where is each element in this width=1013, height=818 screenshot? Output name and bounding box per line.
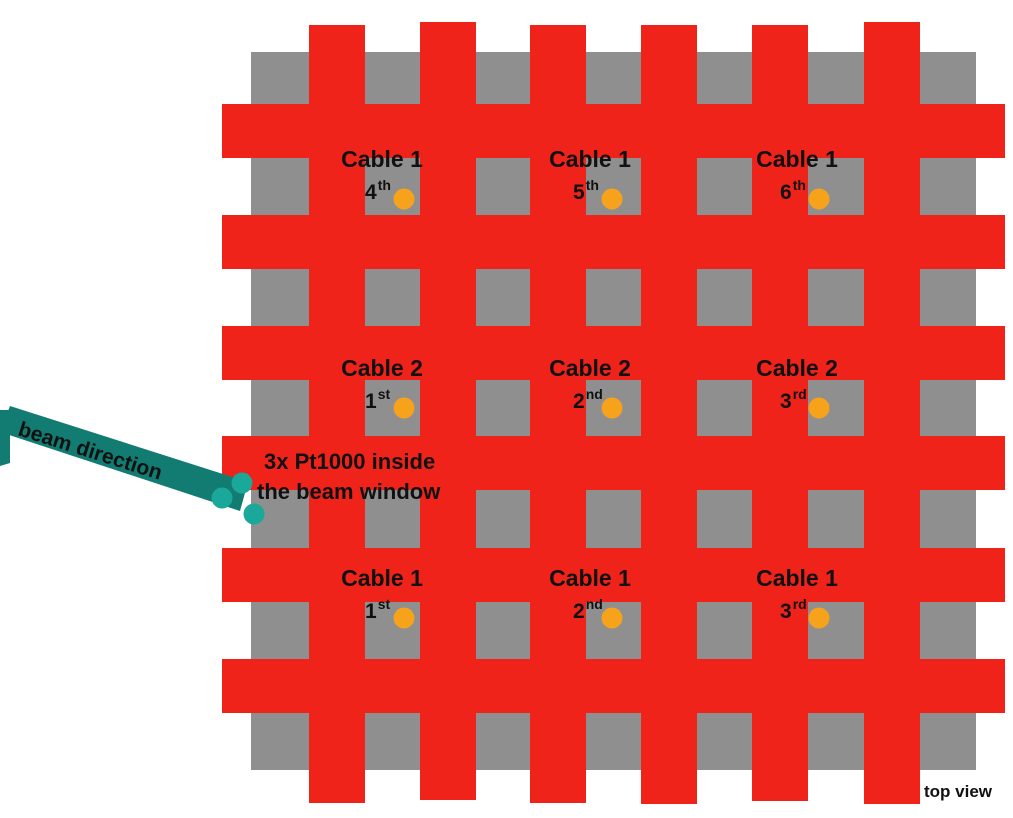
horizontal-cable-strip bbox=[222, 215, 1005, 269]
horizontal-cable-strip bbox=[222, 104, 1005, 158]
sensor-ordinal-suffix: nd bbox=[586, 596, 603, 612]
sensor-cable-label: Cable 1 bbox=[549, 565, 631, 591]
horizontal-cable-strip bbox=[222, 436, 1005, 490]
sensor-ordinal-number: 6 bbox=[780, 181, 792, 204]
pt1000-sensors bbox=[211, 472, 265, 525]
sensor-ordinal-number: 1 bbox=[365, 600, 377, 623]
sensor-ordinal-number: 2 bbox=[573, 600, 585, 623]
sensor-ordinal-suffix: rd bbox=[793, 596, 807, 612]
sensor-ordinal-suffix: th bbox=[586, 177, 599, 193]
temperature-sensor-dot bbox=[808, 607, 830, 629]
temperature-sensor-dot bbox=[601, 188, 623, 210]
sensor-cable-label: Cable 1 bbox=[756, 146, 838, 172]
temperature-sensor-dot bbox=[808, 397, 830, 419]
sensor-cable-label: Cable 1 bbox=[341, 565, 423, 591]
pt1000-annotation-line2: the beam window bbox=[257, 479, 441, 504]
horizontal-cable-strip bbox=[222, 326, 1005, 380]
sensor-ordinal-number: 1 bbox=[365, 390, 377, 413]
sensor-ordinal-number: 4 bbox=[365, 181, 377, 204]
temperature-sensor-dot bbox=[393, 397, 415, 419]
sensor-ordinal: 5th bbox=[573, 177, 599, 204]
sensor-ordinal: 4th bbox=[365, 177, 391, 204]
horizontal-cable-strip bbox=[222, 548, 1005, 602]
sensor-ordinal: 2nd bbox=[573, 386, 603, 413]
sensor-ordinal-suffix: st bbox=[378, 596, 391, 612]
temperature-sensor-dot bbox=[601, 397, 623, 419]
temperature-sensor-dot bbox=[393, 607, 415, 629]
temperature-sensor-dot bbox=[808, 188, 830, 210]
sensor-cell: Cable 1 5th bbox=[549, 146, 631, 210]
sensor-ordinal-number: 3 bbox=[780, 600, 792, 623]
sensor-cell: Cable 2 3rd bbox=[756, 355, 838, 419]
sensor-cell: Cable 2 1st bbox=[341, 355, 423, 419]
beam-direction-arrow: beam direction bbox=[0, 406, 248, 511]
horizontal-cable-strips bbox=[222, 104, 1005, 713]
pt1000-sensor bbox=[243, 503, 265, 525]
sensor-ordinal-suffix: th bbox=[793, 177, 806, 193]
sensor-ordinal-number: 3 bbox=[780, 390, 792, 413]
sensor-ordinal-number: 5 bbox=[573, 181, 585, 204]
sensor-ordinal: 3rd bbox=[780, 596, 807, 623]
horizontal-cable-strip bbox=[222, 659, 1005, 713]
sensor-cable-label: Cable 1 bbox=[549, 146, 631, 172]
sensor-ordinal: 2nd bbox=[573, 596, 603, 623]
sensor-ordinal-suffix: th bbox=[378, 177, 391, 193]
sensor-cell: Cable 1 2nd bbox=[549, 565, 631, 629]
pt1000-sensor bbox=[211, 487, 233, 509]
sensor-ordinal-suffix: nd bbox=[586, 386, 603, 402]
sensor-ordinal: 1st bbox=[365, 386, 390, 413]
beam-band bbox=[0, 406, 248, 511]
sensor-cable-label: Cable 1 bbox=[341, 146, 423, 172]
beam-arrow-head bbox=[0, 410, 10, 466]
sensor-ordinal-number: 2 bbox=[573, 390, 585, 413]
sensor-cell: Cable 2 2nd bbox=[549, 355, 631, 419]
sensor-ordinal: 3rd bbox=[780, 386, 807, 413]
sensor-cable-label: Cable 2 bbox=[756, 355, 838, 381]
pt1000-sensor bbox=[231, 472, 253, 494]
sensor-ordinal-suffix: rd bbox=[793, 386, 807, 402]
sensor-cable-label: Cable 1 bbox=[756, 565, 838, 591]
sensor-cell: Cable 1 1st bbox=[341, 565, 423, 629]
pt1000-annotation-line1: 3x Pt1000 inside bbox=[264, 449, 435, 474]
sensor-cable-label: Cable 2 bbox=[341, 355, 423, 381]
sensor-ordinal: 1st bbox=[365, 596, 390, 623]
sensor-ordinal: 6th bbox=[780, 177, 806, 204]
sensor-cell: Cable 1 3rd bbox=[756, 565, 838, 629]
sensor-cable-label: Cable 2 bbox=[549, 355, 631, 381]
temperature-sensor-dot bbox=[601, 607, 623, 629]
temperature-sensor-dot bbox=[393, 188, 415, 210]
sensor-cell: Cable 1 6th bbox=[756, 146, 838, 210]
sensor-cell: Cable 1 4th bbox=[341, 146, 423, 210]
top-view-label: top view bbox=[924, 782, 993, 801]
sensor-ordinal-suffix: st bbox=[378, 386, 391, 402]
